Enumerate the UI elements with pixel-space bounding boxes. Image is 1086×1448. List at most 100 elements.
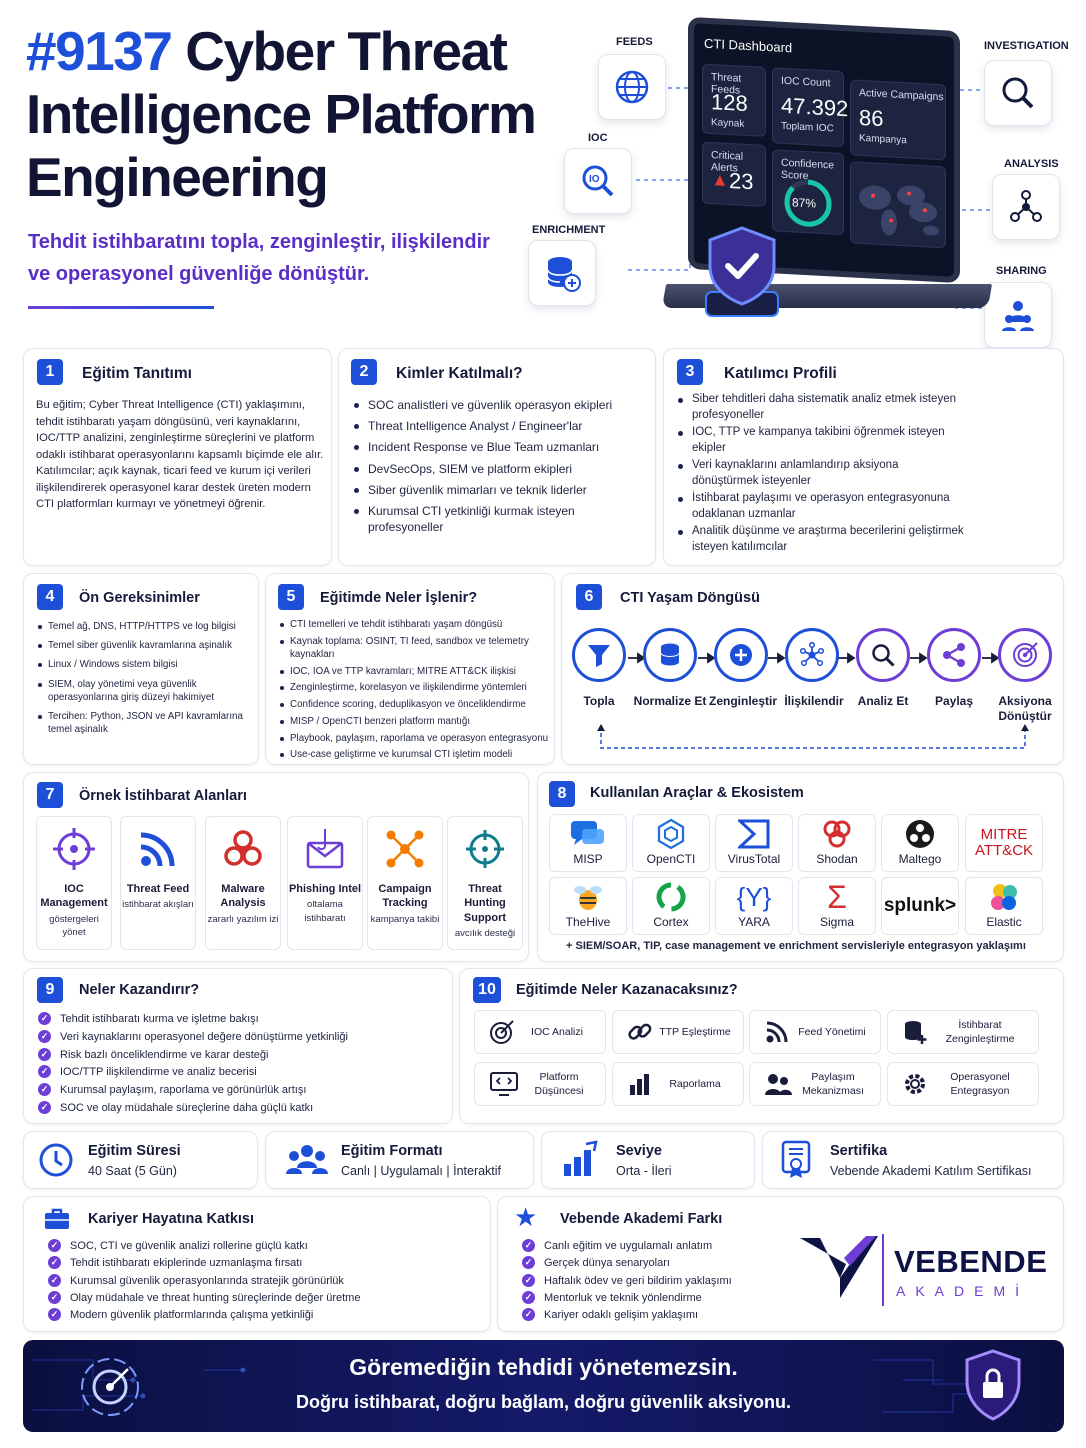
gain-ttp-mapping: TTP Eşleştirme	[612, 1010, 744, 1054]
info-duration	[23, 1131, 258, 1189]
benefits-list: Tehdit istihbaratı kurma ve işletme bakı…	[38, 1012, 438, 1119]
gain-intel-enrichment: İstihbarat Zenginleştirme	[887, 1010, 1039, 1054]
list-item: Olay müdahale ve threat hunting süreçler…	[48, 1290, 478, 1305]
section-title: Kimler Katılmalı?	[396, 365, 523, 382]
section-who-should-attend	[338, 348, 656, 566]
gain-ioc-analysis: IOC Analizi	[474, 1010, 606, 1054]
section-title: Eğitimde Neler Kazanacaksınız?	[516, 982, 738, 998]
section-participant-profile	[663, 348, 1064, 566]
list-item: Tehdit istihbaratı kurma ve işletme bakı…	[38, 1012, 438, 1026]
info-format	[265, 1131, 534, 1189]
tool-virustotal: VirusTotal	[715, 814, 793, 872]
target-scope-icon	[466, 830, 504, 868]
audience-list: SOC analistleri ve güvenlik operasyon ek…	[352, 397, 648, 540]
brand-name: VEBENDE	[894, 1244, 1048, 1279]
dashboard-title: CTI Dashboard	[704, 35, 793, 56]
section-number: 8	[549, 781, 575, 807]
tool-yara: {Y}YARA	[715, 877, 793, 935]
course-number: #9137	[26, 20, 173, 82]
section-number: 5	[278, 584, 304, 610]
page-title: #9137 Cyber Threat Intelligence Platform…	[26, 20, 537, 208]
gain-operational-integration: Operasyonel Entegrasyon	[887, 1062, 1039, 1106]
tool-maltego: Maltego	[881, 814, 959, 872]
lifecycle-step-label: Paylaş	[934, 694, 974, 708]
tools-note: + SIEM/SOAR, TIP, case management ve enr…	[566, 940, 1026, 952]
list-item: CTI temelleri ve tehdit istihbaratı yaşa…	[278, 618, 550, 631]
list-item: Veri kaynaklarını operasyonel değere dön…	[38, 1029, 438, 1044]
sigma-icon: Σ	[827, 878, 847, 915]
list-item: Analitik düşünme ve araştırma becerileri…	[676, 524, 966, 555]
brand-divider	[882, 1234, 884, 1306]
monitor-code-icon	[490, 1072, 518, 1096]
list-item: Veri kaynaklarını anlamlandırıp aksiyona…	[676, 458, 966, 489]
analysis-network-icon	[992, 174, 1060, 240]
shield-check-icon	[705, 226, 779, 317]
difference-list: Canlı eğitim ve uygulamalı anlatım Gerçe…	[522, 1239, 782, 1325]
list-item: MISP / OpenCTI benzeri platform mantığı	[278, 715, 550, 728]
biohazard-icon	[224, 830, 262, 866]
list-item: IOC/TTP ilişkilendirme ve analiz beceris…	[38, 1065, 438, 1079]
tool-opencti: OpenCTI	[632, 814, 710, 872]
list-item: DevSecOps, SIEM ve platform ekipleri	[352, 461, 648, 477]
world-map-tile	[850, 161, 946, 249]
lifecycle-step-label: İlişkilendir	[784, 694, 844, 708]
lifecycle-analyze-icon	[856, 628, 910, 682]
info-certificate-title: Sertifika	[830, 1143, 888, 1159]
footer-banner: Göremediğin tehdidi yönetemezsin. Doğru …	[23, 1340, 1064, 1432]
phishing-envelope-icon	[306, 829, 344, 869]
star-icon: ★	[514, 1202, 538, 1232]
level-bars-icon	[564, 1140, 598, 1176]
lifecycle-step-label: Topla	[583, 694, 615, 708]
info-level-value: Orta - İleri	[616, 1164, 672, 1178]
info-duration-title: Eğitim Süresi	[88, 1143, 181, 1159]
section-number: 4	[37, 584, 63, 610]
difference-title: Vebende Akademi Farkı	[560, 1211, 723, 1227]
enrichment-database-icon	[528, 240, 596, 306]
list-item: Mentorluk ve teknik yönlendirme	[522, 1290, 782, 1305]
info-duration-value: 40 Saat (5 Gün)	[88, 1164, 177, 1178]
section-number: 10	[473, 977, 501, 1003]
investigation-magnifier-icon	[984, 60, 1052, 126]
list-item: Threat Intelligence Analyst / Engineer'l…	[352, 418, 648, 434]
elastic-icon	[988, 882, 1020, 912]
info-certificate-value: Vebende Akademi Katılım Sertifikası	[830, 1164, 1032, 1178]
bar-chart-icon	[630, 1074, 649, 1095]
sharing-users-icon	[984, 282, 1052, 348]
vebende-logo-icon	[800, 1236, 878, 1298]
tool-thehive: TheHive	[549, 877, 627, 935]
career-title: Kariyer Hayatına Katkısı	[88, 1211, 255, 1227]
gear-icon	[905, 1074, 925, 1094]
thehive-bee-icon	[572, 882, 604, 912]
list-item: Temel ağ, DNS, HTTP/HTTPS ve log bilgisi	[36, 620, 252, 633]
hero-label-investigation: INVESTIGATION	[984, 40, 1069, 52]
lifecycle-enrich-icon	[714, 628, 768, 682]
group-icon	[286, 1145, 328, 1174]
section-topics	[265, 573, 555, 765]
gain-reporting: Raporlama	[612, 1062, 744, 1106]
tool-misp: MISP	[549, 814, 627, 872]
tool-cortex: Cortex	[632, 877, 710, 935]
lifecycle-action-icon	[998, 628, 1052, 682]
ioc-search-icon: IO	[564, 148, 632, 214]
profile-list: Siber tehditleri daha sistematik analiz …	[676, 392, 966, 557]
virustotal-sigma-icon	[738, 819, 770, 849]
list-item: SIEM, olay yönetimi veya güvenlik operas…	[36, 678, 252, 704]
section-title: Eğitimde Neler İşlenir?	[320, 590, 478, 606]
section-number: 6	[576, 584, 602, 610]
lifecycle-correlate-icon	[785, 628, 839, 682]
feeds-globe-icon	[598, 54, 666, 120]
list-item: SOC analistleri ve güvenlik operasyon ek…	[352, 397, 648, 413]
career-list: SOC, CTI ve güvenlik analizi rollerine g…	[48, 1239, 478, 1325]
list-item: Incident Response ve Blue Team uzmanları	[352, 439, 648, 455]
target-scope-icon	[81, 1358, 139, 1416]
intro-text: Bu eğitim; Cyber Threat Intelligence (CT…	[36, 399, 324, 510]
